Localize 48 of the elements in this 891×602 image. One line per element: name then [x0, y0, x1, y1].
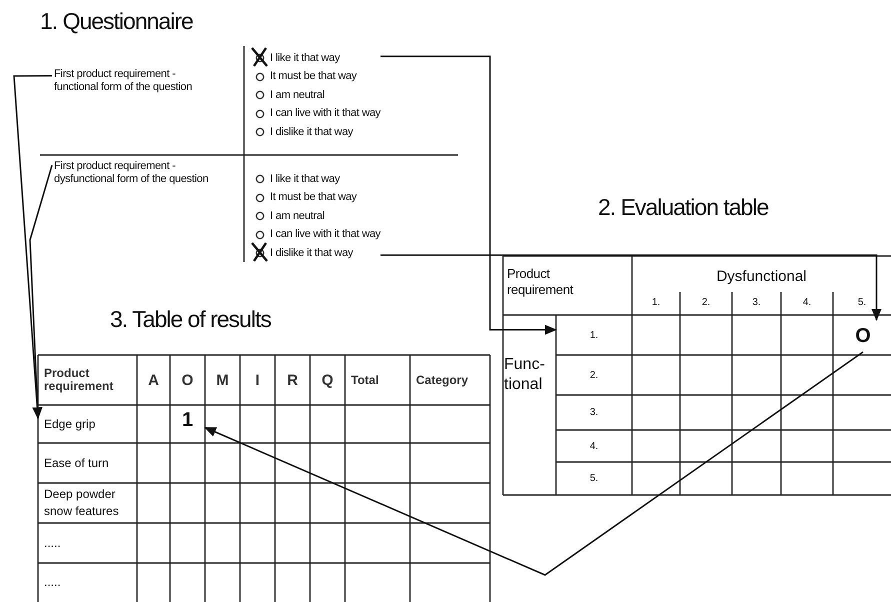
column-header: R	[286, 370, 299, 390]
row-label: Edge grip	[38, 405, 137, 443]
answer-option: I am neutral	[270, 88, 324, 102]
column-number: 4.	[802, 296, 812, 310]
column-number: 1.	[650, 296, 662, 310]
column-header: Dysfunctional	[715, 266, 808, 286]
question-text: First product requirement - dysfunctional form of the question	[52, 160, 222, 186]
row-number: 1.	[556, 315, 632, 355]
question-text: First product requirement - functional form of the question	[52, 68, 222, 94]
row-number: 3.	[588, 406, 600, 420]
answer-option: It must be that way	[270, 191, 357, 204]
answer-option: I dislike it that way	[270, 246, 353, 260]
row-label: .....	[43, 534, 62, 552]
arrow	[380, 56, 557, 335]
row-header: Func- tional	[504, 355, 546, 395]
arrow	[29, 164, 53, 420]
result-mark: 1	[170, 405, 205, 435]
row-number: 5.	[588, 472, 600, 486]
column-header: A	[147, 370, 160, 390]
arrow	[380, 254, 882, 321]
column-header: Total	[350, 372, 380, 389]
column-number: 2.	[700, 296, 712, 310]
answer-option: I like it that way	[270, 52, 340, 65]
column-header: O	[180, 370, 194, 390]
column-header: I	[254, 370, 261, 390]
section-title: 1. Questionnaire	[40, 8, 193, 35]
answer-option: It must be that way	[270, 70, 357, 84]
section-title: 3. Table of results	[110, 306, 271, 333]
result-mark: O	[848, 320, 878, 352]
arrow	[204, 351, 864, 576]
column-header: Q	[320, 370, 334, 390]
column-number: 3.	[751, 296, 762, 310]
row-label: Deep powder snow features	[43, 486, 120, 520]
row-number: 2.	[588, 368, 600, 382]
answer-option: I can live with it that way	[270, 107, 381, 120]
row-label: .....	[43, 574, 62, 591]
answer-option: I like it that way	[270, 172, 340, 186]
column-header: Product requirement	[43, 365, 114, 395]
answer-option: I can live with it that way	[270, 228, 381, 242]
answer-option: I am neutral	[270, 210, 324, 223]
column-header: M	[215, 370, 230, 390]
answer-option: I dislike it that way	[270, 126, 353, 139]
row-label: Ease of turn	[43, 454, 110, 472]
column-header: Product requirement	[507, 266, 574, 299]
column-number: 5.	[856, 296, 868, 310]
section-title: 2. Evaluation table	[598, 194, 768, 221]
row-number: 4.	[588, 440, 600, 454]
column-header: Category	[415, 372, 470, 389]
